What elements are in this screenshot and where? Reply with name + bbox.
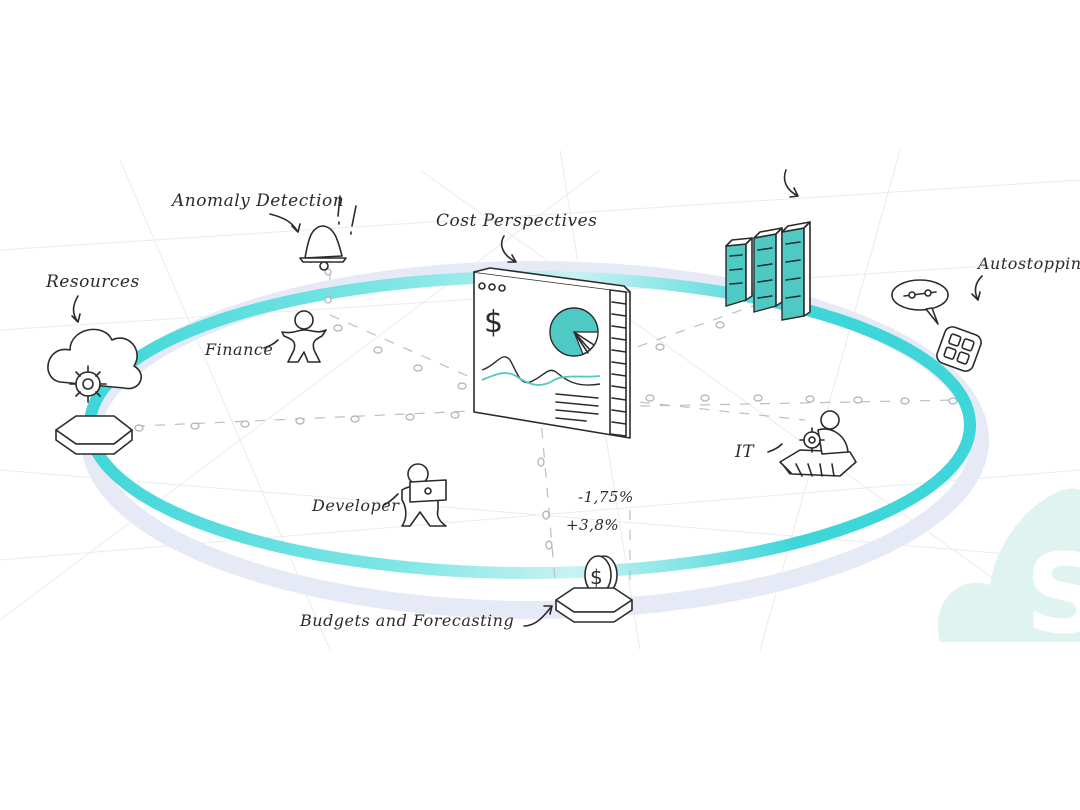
hexagon-platform-icon xyxy=(55,415,133,455)
arrow-bar-chart xyxy=(783,169,799,198)
svg-text:S: S xyxy=(1025,530,1080,658)
arrow-autostopping xyxy=(971,275,983,301)
cloud-gear-icon xyxy=(47,328,142,403)
value-decrease-percent: -1,75% xyxy=(578,488,634,506)
connector-dots xyxy=(134,268,958,550)
label-it: IT xyxy=(734,442,755,462)
arrow-budgets xyxy=(523,605,553,627)
coin-icon: $ xyxy=(584,555,618,595)
arrow-developer xyxy=(383,493,399,506)
value-increase-percent: +3,8% xyxy=(566,516,619,534)
label-finance: Finance xyxy=(204,340,273,359)
coin-dollar-sign: $ xyxy=(590,565,603,589)
label-developer: Developer xyxy=(311,496,400,515)
label-budgets-and-forecasting: Budgets and Forecasting xyxy=(299,611,514,630)
app-grid-button-icon xyxy=(936,326,982,372)
label-autostopping: Autostopping xyxy=(976,254,1080,273)
arrow-finance xyxy=(263,339,279,349)
arrow-cost-perspectives xyxy=(500,235,517,263)
arrow-anomaly xyxy=(269,213,301,233)
it-worker-icon xyxy=(779,410,857,477)
line-chart xyxy=(481,356,601,386)
dashboard-panel: $ xyxy=(473,267,631,439)
text-lines xyxy=(555,393,599,422)
speech-bubble-icon xyxy=(891,279,949,325)
arrow-it xyxy=(767,443,783,453)
arrow-resources xyxy=(71,295,81,323)
hexagon-platform-budget-icon xyxy=(555,587,633,623)
label-resources: Resources xyxy=(45,272,140,292)
dashboard-dollar-sign: $ xyxy=(484,305,503,340)
person-icon xyxy=(281,310,327,363)
label-anomaly-detection: Anomaly Detection xyxy=(170,191,344,211)
label-cost-perspectives: Cost Perspectives xyxy=(436,211,597,231)
window-dots xyxy=(478,282,506,292)
pie-chart-icon xyxy=(549,307,599,357)
bar-chart-icon xyxy=(725,221,811,321)
laptop-icon xyxy=(409,479,447,503)
dollar-watermark-icon: S xyxy=(938,488,1080,658)
bell-icon xyxy=(299,195,357,271)
